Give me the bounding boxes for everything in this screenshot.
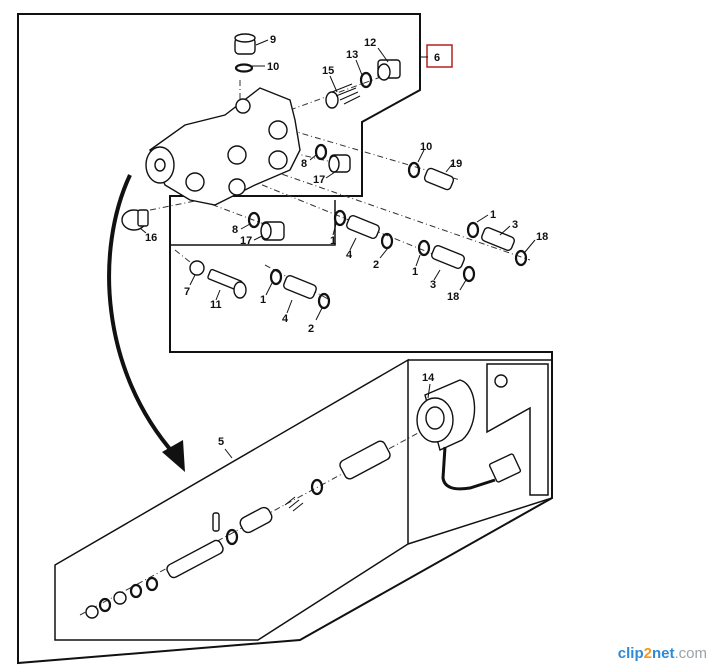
label-10-right: 10 xyxy=(420,141,432,153)
label-8-bottom: 8 xyxy=(232,224,238,236)
spring-15 xyxy=(325,83,361,109)
centerlines xyxy=(79,69,531,616)
label-1-d: 1 xyxy=(260,294,266,306)
valve-body xyxy=(145,87,301,206)
o-ring-1-d xyxy=(269,268,283,286)
o-ring-1-a xyxy=(333,209,347,227)
watermark-com: .com xyxy=(674,645,707,662)
o-ring-10-right xyxy=(407,161,421,179)
label-3-b: 3 xyxy=(430,279,436,291)
o-ring-2-b xyxy=(317,292,331,310)
assembly-outline xyxy=(17,13,553,665)
label-19: 19 xyxy=(450,158,462,170)
plug-16 xyxy=(121,209,149,231)
section-5-parts xyxy=(85,440,391,619)
plug-17-bottom xyxy=(260,221,285,241)
o-ring-18-a xyxy=(514,249,528,267)
plug-12 xyxy=(377,59,401,81)
part-labels: 9 10 15 13 12 6 8 17 10 19 1 4 2 1 3 18 … xyxy=(145,34,548,448)
detail-arrow xyxy=(107,174,177,457)
nut-7 xyxy=(189,260,205,276)
connector xyxy=(488,453,522,483)
o-ring-8-top xyxy=(314,143,328,161)
fitting-3-b xyxy=(431,245,465,269)
o-ring-2-a xyxy=(380,232,394,250)
label-13: 13 xyxy=(346,49,358,61)
o-ring-8-bottom xyxy=(247,211,261,229)
bolt-11 xyxy=(207,268,247,299)
plug-9 xyxy=(234,33,256,55)
label-16: 16 xyxy=(145,232,157,244)
fitting-4-a xyxy=(346,215,380,239)
label-11: 11 xyxy=(210,299,222,311)
fitting-3-a xyxy=(481,227,515,251)
solenoid-frame xyxy=(407,359,553,545)
plug-17-top xyxy=(328,154,351,173)
label-1-b: 1 xyxy=(490,209,496,221)
label-18-b: 18 xyxy=(447,291,459,303)
label-15: 15 xyxy=(322,65,334,77)
watermark-clip: clip xyxy=(617,645,644,662)
label-2-a: 2 xyxy=(373,259,379,271)
solenoid-wire xyxy=(441,446,496,491)
nut-frame xyxy=(486,363,549,496)
fitting-4-b xyxy=(283,275,317,299)
label-17-top: 17 xyxy=(313,174,325,186)
label-14: 14 xyxy=(422,372,435,384)
o-ring-13 xyxy=(359,71,373,89)
label-3-a: 3 xyxy=(512,219,518,231)
label-17-bottom: 17 xyxy=(240,235,252,247)
section-5-frame xyxy=(54,358,409,641)
leader-lines xyxy=(139,39,536,459)
label-4-a: 4 xyxy=(346,249,353,261)
label-18-a: 18 xyxy=(536,231,548,243)
label-1-a: 1 xyxy=(330,235,336,247)
solenoid-coil-14 xyxy=(416,379,476,451)
watermark-net: net xyxy=(651,645,675,662)
watermark: clip2net.com xyxy=(618,645,707,662)
o-ring-1-b xyxy=(466,221,480,239)
solenoid-nut xyxy=(494,374,508,388)
o-ring-10-top xyxy=(234,63,254,73)
fittings-frame xyxy=(170,200,336,246)
label-9: 9 xyxy=(270,34,276,46)
label-6: 6 xyxy=(434,52,440,64)
label-7: 7 xyxy=(184,286,190,298)
label-10-top: 10 xyxy=(267,61,279,73)
o-ring-1-c xyxy=(417,239,431,257)
label-5: 5 xyxy=(218,436,224,448)
label-1-c: 1 xyxy=(412,266,418,278)
callout-6-highlight xyxy=(426,44,453,68)
fitting-19 xyxy=(423,167,455,191)
detail-arrow-head xyxy=(162,440,185,472)
o-ring-18-b xyxy=(462,265,476,283)
watermark-2: 2 xyxy=(643,645,652,662)
label-2-b: 2 xyxy=(308,323,314,335)
label-12: 12 xyxy=(364,37,376,49)
label-8-top: 8 xyxy=(301,158,307,170)
label-4-b: 4 xyxy=(282,313,289,325)
